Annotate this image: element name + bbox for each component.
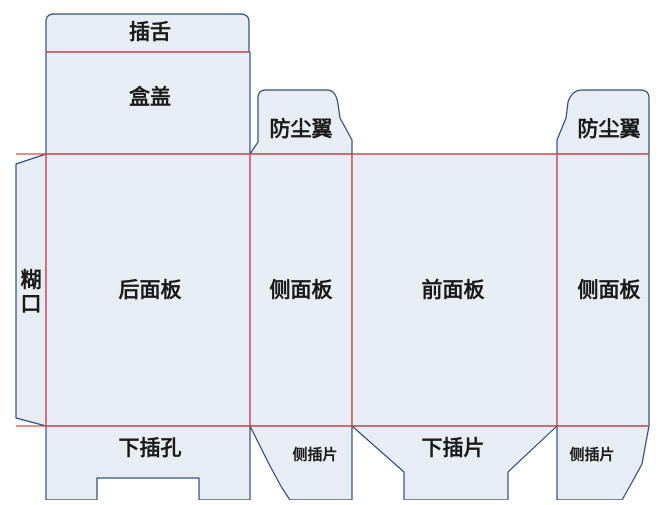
bottom-slot-window	[96, 477, 200, 505]
side-panel-left-label: 侧面板	[270, 278, 334, 302]
lid-label: 盒盖	[129, 85, 171, 109]
fold-lines	[16, 51, 649, 427]
side-panel-right-shape	[556, 153, 650, 427]
glue-flap-label: 糊口	[21, 268, 42, 316]
bottom-slot-label: 下插孔	[119, 436, 182, 460]
front-panel-label: 前面板	[422, 278, 486, 302]
side-tab-right-label: 侧插片	[569, 446, 614, 464]
tuck-tab-label: 插舌	[129, 20, 171, 44]
front-panel-shape	[351, 153, 558, 427]
tuck-tab-shape	[45, 13, 250, 53]
dust-flap-left-shape	[249, 89, 353, 155]
bottom-tab-label: 下插片	[422, 436, 485, 460]
dust-flap-left-label: 防尘翼	[270, 117, 333, 141]
back-panel-shape	[45, 153, 251, 427]
lid-shape	[45, 51, 251, 155]
back-panel-label: 后面板	[119, 278, 183, 302]
dust-flap-right-label: 防尘翼	[578, 117, 641, 141]
side-tab-left-label: 侧插片	[292, 446, 337, 464]
dust-flap-right-shape	[556, 89, 650, 155]
side-panel-right-label: 侧面板	[578, 278, 642, 302]
